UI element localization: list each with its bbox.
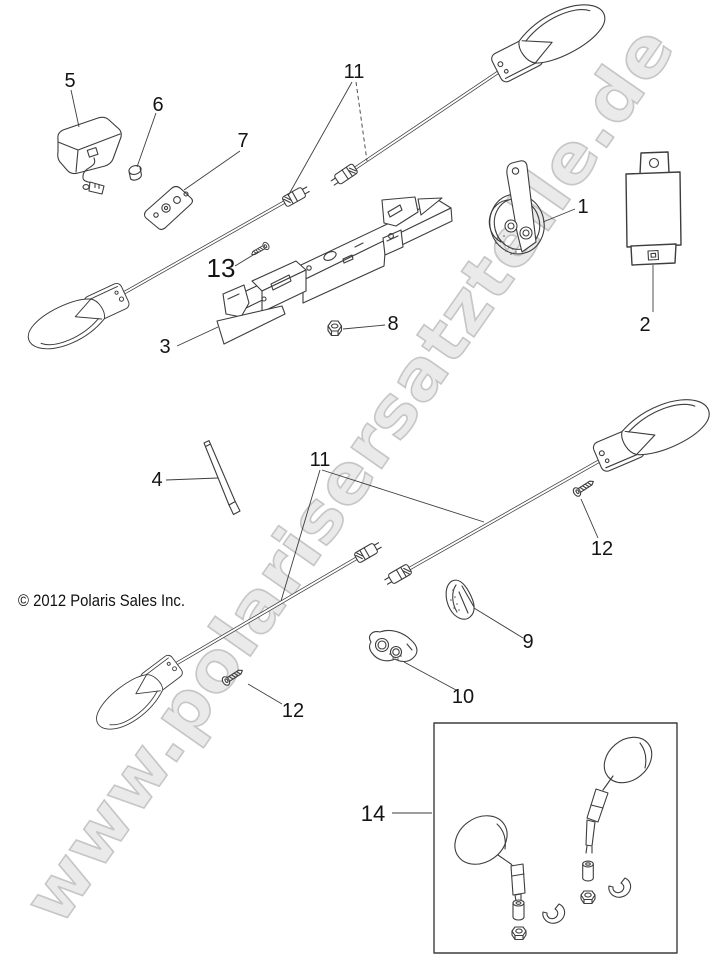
- turn-signal-lamp-lower-right: [587, 387, 715, 477]
- part-1-horn: [488, 160, 545, 255]
- callout-3: 3: [159, 336, 170, 358]
- leader-lines: [70, 81, 654, 814]
- callout-6: 6: [152, 94, 163, 116]
- callout-12-right: 12: [591, 538, 613, 560]
- callout-8: 8: [387, 313, 398, 335]
- wire-connector: [281, 183, 312, 208]
- callout-11-top: 11: [344, 61, 365, 83]
- callout-14: 14: [361, 801, 385, 826]
- turn-signal-wires: [120, 69, 603, 667]
- callout-7: 7: [237, 130, 248, 152]
- wire-connector: [329, 162, 359, 189]
- part-4-rod: [203, 440, 241, 516]
- callout-1: 1: [577, 196, 588, 218]
- callout-13: 13: [207, 253, 236, 283]
- part-3-bracket: [216, 196, 453, 345]
- part-5-lamp-unit: [57, 116, 122, 195]
- part-9-housing: [445, 579, 475, 620]
- part-10-housing: [369, 629, 418, 663]
- part-2-relay: [625, 151, 682, 266]
- mirror-right: [585, 736, 653, 854]
- part-14-mirror-kit: [433, 722, 678, 954]
- mirror-left: [454, 815, 526, 902]
- wire-connector: [382, 563, 413, 588]
- horn-texture: [495, 235, 517, 255]
- callout-11-bottom: 11: [310, 449, 331, 471]
- part-7-mount-plate: [143, 185, 194, 231]
- mirror-hardware: [511, 860, 632, 941]
- callout-9: 9: [522, 631, 533, 653]
- callout-5: 5: [64, 70, 75, 92]
- callout-2: 2: [639, 314, 650, 336]
- wire-connector: [353, 539, 384, 564]
- copyright-text: © 2012 Polaris Sales Inc.: [18, 591, 185, 610]
- part-12-screw-right: [571, 476, 597, 499]
- callout-4: 4: [151, 469, 162, 491]
- part-8-nut: [327, 320, 343, 337]
- part-6-spacer: [128, 164, 142, 181]
- callout-10: 10: [452, 686, 474, 708]
- turn-signal-lamp-upper-left: [21, 279, 135, 360]
- callout-12-left: 12: [282, 700, 304, 722]
